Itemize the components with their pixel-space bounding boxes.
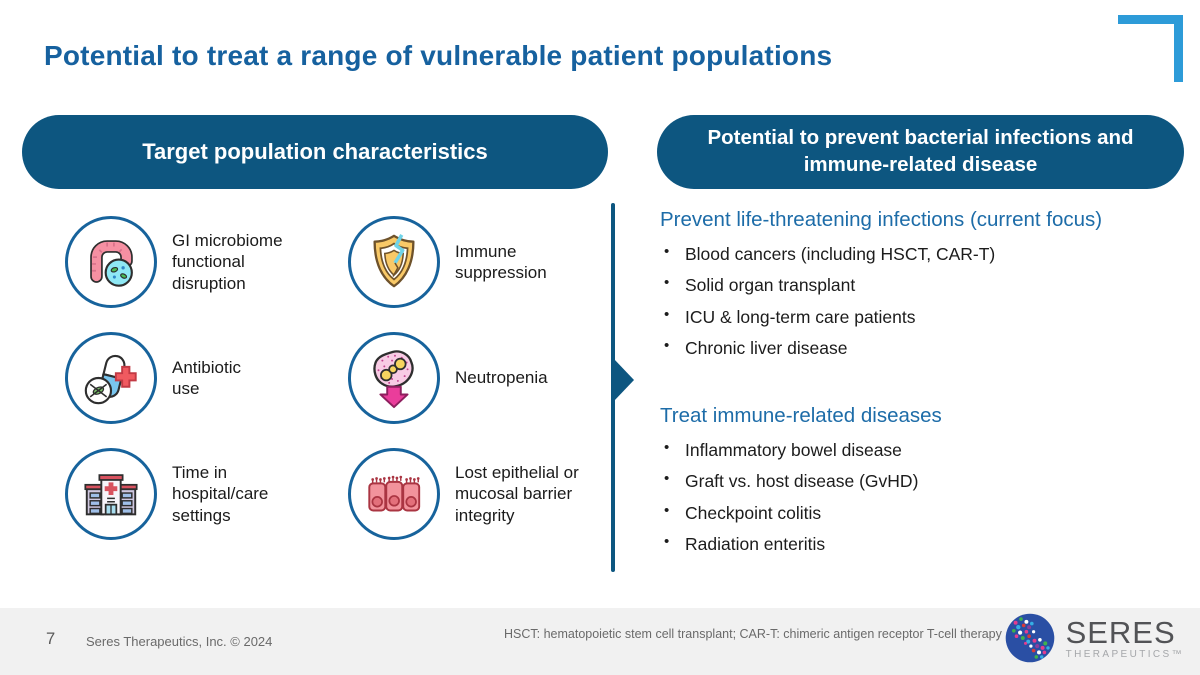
neutropenia-icon [348, 332, 440, 424]
epithelial-barrier-icon [348, 448, 440, 540]
divider-line [611, 203, 615, 572]
copyright-text: Seres Therapeutics, Inc. © 2024 [86, 634, 273, 649]
bullet-item: Inflammatory bowel disease [660, 440, 1185, 459]
bullet-item: Solid organ transplant [660, 275, 1185, 294]
antibiotic-use-icon [65, 332, 157, 424]
logo-wordmark: SERES [1065, 614, 1176, 650]
divider-arrow-icon [614, 359, 634, 401]
section-prevent-infections: Prevent life-threatening infections (cur… [660, 208, 1185, 371]
bullet-list: Blood cancers (including HSCT, CAR-T) So… [660, 244, 1185, 358]
characteristic-neutropenia: Neutropenia [348, 332, 548, 424]
right-panel-header: Potential to prevent bacterial infection… [657, 115, 1184, 189]
hospital-icon [65, 448, 157, 540]
bullet-item: Checkpoint colitis [660, 503, 1185, 522]
logo-text: SERES THERAPEUTICS™ [1066, 617, 1184, 660]
bullet-list: Inflammatory bowel disease Graft vs. hos… [660, 440, 1185, 554]
seres-logo: SERES THERAPEUTICS™ [1003, 611, 1184, 665]
logo-subtext: THERAPEUTICS™ [1065, 648, 1184, 660]
characteristic-label: Neutropenia [455, 368, 548, 388]
characteristic-label: Immune suppression [455, 241, 547, 282]
section-treat-immune: Treat immune-related diseases Inflammato… [660, 404, 1185, 567]
characteristic-label: Antibiotic use [172, 357, 241, 398]
section-heading: Treat immune-related diseases [660, 404, 942, 427]
bullet-item: Radiation enteritis [660, 534, 1185, 553]
characteristic-label: GI microbiome functional disruption [172, 230, 283, 293]
page-title: Potential to treat a range of vulnerable… [44, 40, 833, 71]
corner-bracket-horizontal [1118, 15, 1178, 24]
bullet-item: Chronic liver disease [660, 338, 1185, 357]
gi-microbiome-icon [65, 216, 157, 308]
characteristic-label: Time in hospital/care settings [172, 462, 269, 525]
characteristic-epithelial-barrier: Lost epithelial or mucosal barrier integ… [348, 448, 579, 540]
characteristic-hospital-time: Time in hospital/care settings [65, 448, 268, 540]
characteristic-antibiotic-use: Antibiotic use [65, 332, 241, 424]
bullet-item: Blood cancers (including HSCT, CAR-T) [660, 244, 1185, 263]
footer: 7 Seres Therapeutics, Inc. © 2024 HSCT: … [0, 608, 1200, 675]
left-panel-header: Target population characteristics [22, 115, 608, 189]
seres-globe-icon [1005, 613, 1054, 663]
characteristic-gi-microbiome: GI microbiome functional disruption [65, 216, 283, 308]
characteristic-immune-suppression: Immune suppression [348, 216, 547, 308]
page-number: 7 [46, 630, 56, 648]
bullet-item: ICU & long-term care patients [660, 307, 1185, 326]
bullet-item: Graft vs. host disease (GvHD) [660, 471, 1185, 490]
section-heading: Prevent life-threatening infections (cur… [660, 208, 1103, 231]
footnote-text: HSCT: hematopoietic stem cell transplant… [504, 627, 1002, 641]
corner-bracket-vertical [1174, 15, 1183, 82]
immune-suppression-icon [348, 216, 440, 308]
characteristic-label: Lost epithelial or mucosal barrier integ… [455, 462, 579, 525]
